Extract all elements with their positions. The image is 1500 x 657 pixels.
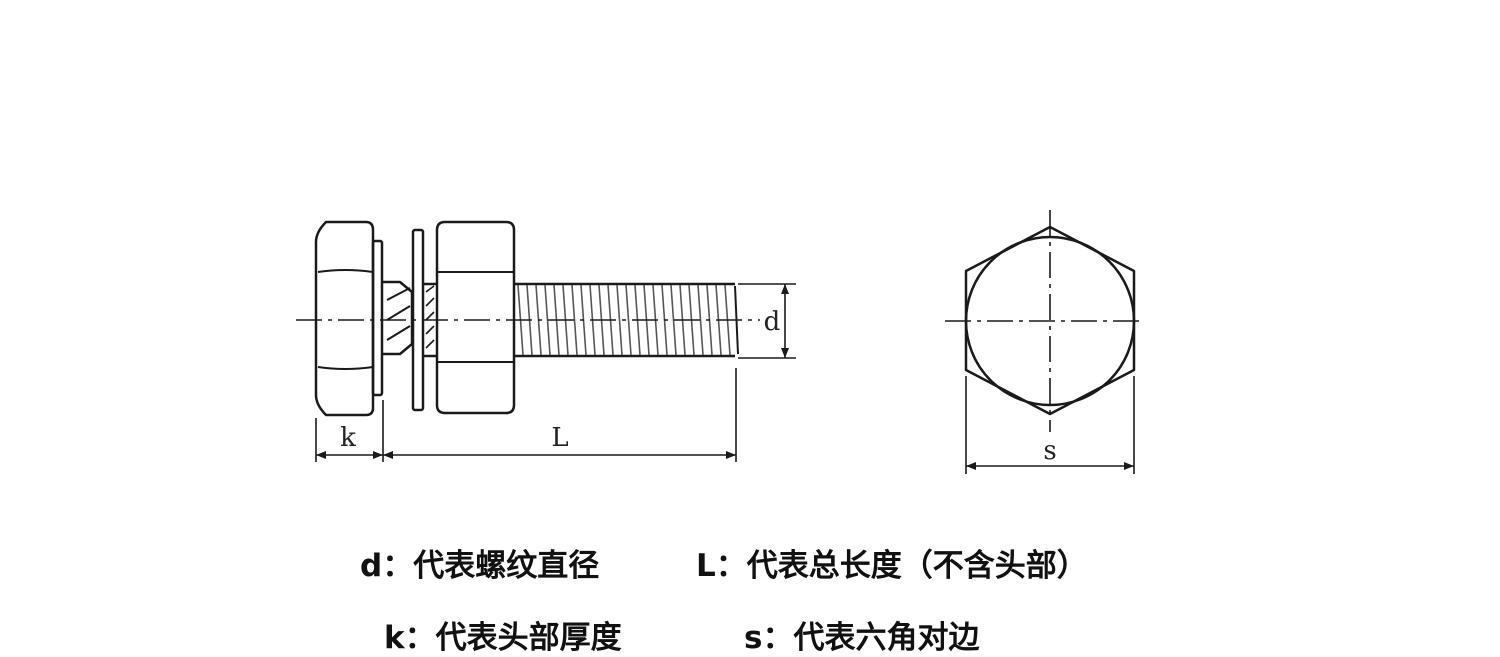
s-label: s	[1043, 436, 1056, 466]
legend-k-head-thickness: k：代表头部厚度	[384, 620, 622, 656]
bolt-end-view	[945, 210, 1145, 432]
thread-line	[697, 284, 704, 356]
L-label: L	[551, 423, 568, 453]
legend-row-1: d：代表螺纹直径 L：代表总长度（不含头部）	[0, 540, 1500, 584]
bolt-diagram: k L d s	[296, 210, 1145, 474]
bolt-side-view	[296, 220, 760, 417]
k-label: k	[340, 423, 356, 453]
thread-line	[625, 284, 632, 356]
legend-L-total-length: L：代表总长度（不含头部）	[696, 548, 1088, 584]
thread-line	[616, 284, 623, 356]
hex-nut	[435, 220, 516, 415]
spring-washer	[383, 280, 414, 356]
thread-line	[544, 284, 551, 356]
bolt-head	[314, 220, 375, 417]
legend-d-thread-diameter: d：代表螺纹直径	[360, 548, 600, 584]
legend-s-across-flats: s：代表六角对边	[744, 620, 980, 656]
end-dimensions	[965, 376, 1135, 474]
thread-line	[571, 284, 578, 356]
side-dimensions	[315, 283, 796, 462]
head-washer-face	[371, 239, 384, 397]
inner-shank	[423, 282, 438, 358]
d-label: d	[764, 307, 781, 337]
legend-row-2: k：代表头部厚度 s：代表六角对边	[0, 612, 1500, 656]
thread-line	[670, 284, 677, 356]
